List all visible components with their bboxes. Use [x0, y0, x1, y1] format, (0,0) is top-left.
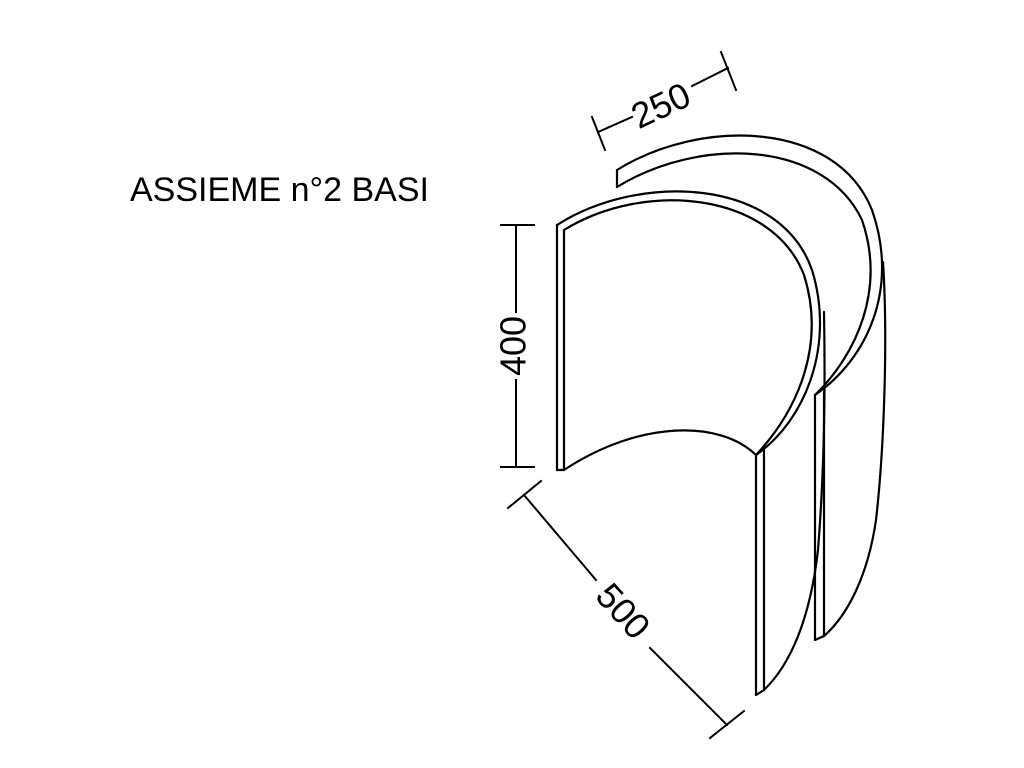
dimension-width: 250: [590, 50, 738, 152]
dimension-length-label: 500: [588, 575, 659, 647]
drawing-title: ASSIEME n°2 BASI: [130, 171, 429, 209]
rear-base-panel: [615, 134, 887, 642]
front-base-panel: [555, 190, 826, 697]
dimension-height-label: 400: [493, 316, 534, 376]
dimension-height: 400: [493, 224, 535, 468]
dimension-width-label: 250: [625, 74, 697, 137]
dimension-length: 500: [506, 479, 746, 740]
